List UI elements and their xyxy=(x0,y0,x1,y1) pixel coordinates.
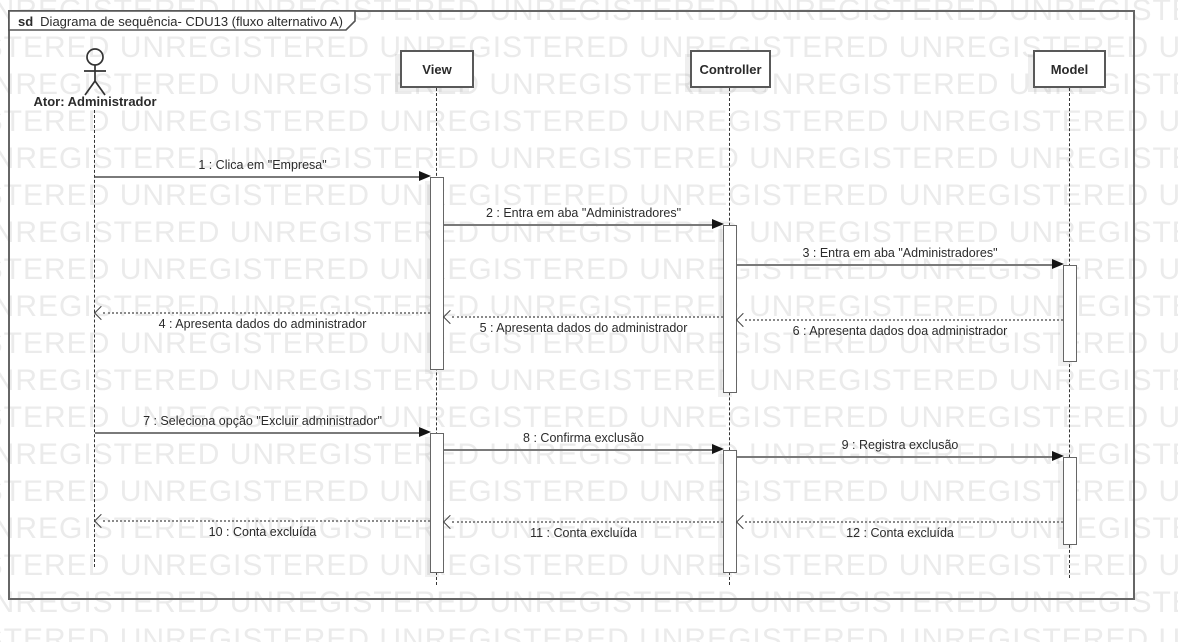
activation-controller-1[interactable] xyxy=(723,225,737,393)
actor-label: Ator: Administrador xyxy=(33,94,157,109)
arrowhead-filled-icon xyxy=(1052,259,1064,269)
watermark-text: UNREGISTERED UNREGISTERED UNREGISTERED U… xyxy=(0,216,1178,249)
watermark-text: UNREGISTERED UNREGISTERED UNREGISTERED U… xyxy=(0,438,1178,471)
watermark-text: UNREGISTERED UNREGISTERED UNREGISTERED U… xyxy=(0,549,1178,582)
message-5-label: 5 : Apresenta dados do administrador xyxy=(479,321,688,335)
message-10-line xyxy=(103,520,430,522)
message-4-line xyxy=(103,312,430,314)
watermark-text: UNREGISTERED UNREGISTERED UNREGISTERED U… xyxy=(0,586,1178,619)
watermark-text: UNREGISTERED UNREGISTERED UNREGISTERED U… xyxy=(0,105,1178,138)
lifeline-actor[interactable] xyxy=(94,110,95,567)
lifeline-head-controller-label: Controller xyxy=(699,61,762,77)
message-8-line xyxy=(444,449,713,451)
watermark-text: UNREGISTERED UNREGISTERED UNREGISTERED U… xyxy=(0,623,1178,642)
lifeline-head-model[interactable]: Model xyxy=(1033,50,1106,88)
watermark-text: UNREGISTERED UNREGISTERED UNREGISTERED U… xyxy=(0,253,1178,286)
message-3-label: 3 : Entra em aba "Administradores" xyxy=(802,246,998,260)
message-6-label: 6 : Apresenta dados doa administrador xyxy=(792,324,1008,338)
watermark-text: UNREGISTERED UNREGISTERED UNREGISTERED U… xyxy=(0,31,1178,64)
message-11-label: 11 : Conta excluída xyxy=(530,526,637,540)
diagram-frame xyxy=(8,10,1135,600)
message-7-label: 7 : Seleciona opção "Excluir administrad… xyxy=(143,414,382,428)
activation-view-1[interactable] xyxy=(430,177,444,370)
watermark-text: UNREGISTERED UNREGISTERED UNREGISTERED U… xyxy=(0,179,1178,212)
message-4-label: 4 : Apresenta dados do administrador xyxy=(158,317,367,331)
message-7-line xyxy=(95,432,420,434)
message-6-line xyxy=(745,319,1063,321)
lifeline-head-view-label: View xyxy=(422,61,452,77)
arrowhead-filled-icon xyxy=(1052,451,1064,461)
arrowhead-filled-icon xyxy=(712,444,724,454)
activation-controller-2[interactable] xyxy=(723,450,737,573)
message-8-label: 8 : Confirma exclusão xyxy=(523,431,644,445)
message-11-line xyxy=(452,521,723,523)
arrowhead-filled-icon xyxy=(419,171,431,181)
frame-keyword: sd xyxy=(18,14,34,29)
watermark-text: UNREGISTERED UNREGISTERED UNREGISTERED U… xyxy=(0,142,1178,175)
watermark-text: UNREGISTERED UNREGISTERED UNREGISTERED U… xyxy=(0,68,1178,101)
watermark-text: UNREGISTERED UNREGISTERED UNREGISTERED U… xyxy=(0,401,1178,434)
frame-title: sd Diagrama de sequência- CDU13 (fluxo al… xyxy=(18,14,343,29)
frame-title-text: Diagrama de sequência- CDU13 (fluxo alte… xyxy=(40,14,343,29)
lifeline-head-view[interactable]: View xyxy=(400,50,474,88)
message-12-label: 12 : Conta excluída xyxy=(846,526,954,540)
message-9-label: 9 : Registra exclusão xyxy=(841,438,959,452)
message-12-line xyxy=(745,521,1063,523)
message-5-line xyxy=(452,316,723,318)
watermark-text: UNREGISTERED UNREGISTERED UNREGISTERED U… xyxy=(0,475,1178,508)
watermark-text: UNREGISTERED UNREGISTERED UNREGISTERED U… xyxy=(0,512,1178,545)
lifeline-head-controller[interactable]: Controller xyxy=(690,50,771,88)
message-9-line xyxy=(737,456,1053,458)
message-3-line xyxy=(737,264,1053,266)
message-1-line xyxy=(95,176,420,178)
activation-model-1[interactable] xyxy=(1063,265,1077,362)
arrowhead-filled-icon xyxy=(419,427,431,437)
message-2-line xyxy=(444,224,713,226)
activation-model-2[interactable] xyxy=(1063,457,1077,545)
lifeline-head-model-label: Model xyxy=(1050,61,1089,77)
watermark-text: UNREGISTERED UNREGISTERED UNREGISTERED U… xyxy=(0,364,1178,397)
message-2-label: 2 : Entra em aba "Administradores" xyxy=(485,206,682,220)
message-1-label: 1 : Clica em "Empresa" xyxy=(198,158,327,172)
message-10-label: 10 : Conta excluída xyxy=(208,525,317,539)
activation-view-2[interactable] xyxy=(430,433,444,573)
watermark-text: UNREGISTERED UNREGISTERED UNREGISTERED U… xyxy=(0,327,1178,360)
arrowhead-filled-icon xyxy=(712,219,724,229)
